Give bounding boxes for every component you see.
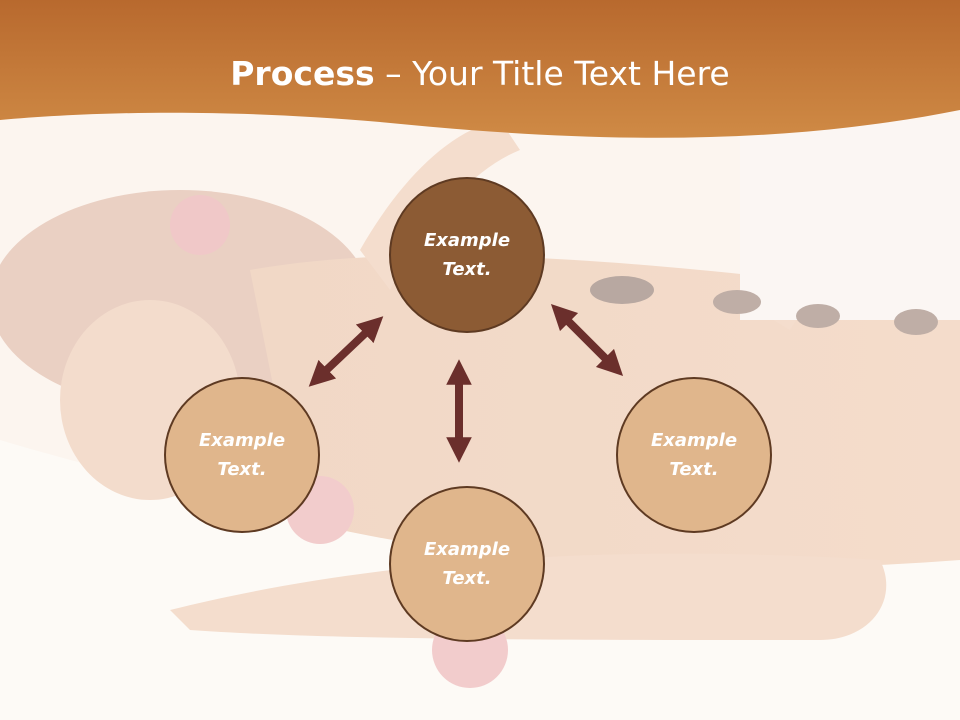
node-text-right: Example Text. <box>650 430 738 480</box>
process-node-top: Example Text. <box>389 177 545 333</box>
process-node-bottom: Example Text. <box>389 486 545 642</box>
header-band <box>0 0 960 138</box>
node-text-bottom: Example Text. <box>423 539 511 589</box>
title-rest-part: – Your Title Text Here <box>374 54 730 93</box>
arrow-top-left <box>308 316 384 387</box>
slide-title: Process – Your Title Text Here <box>0 52 960 96</box>
process-node-right: Example Text. <box>616 377 772 533</box>
title-bold-part: Process <box>230 54 375 93</box>
node-text-left: Example Text. <box>198 430 286 480</box>
arrow-top-right <box>550 303 624 377</box>
process-node-left: Example Text. <box>164 377 320 533</box>
node-text-top: Example Text. <box>423 230 511 280</box>
